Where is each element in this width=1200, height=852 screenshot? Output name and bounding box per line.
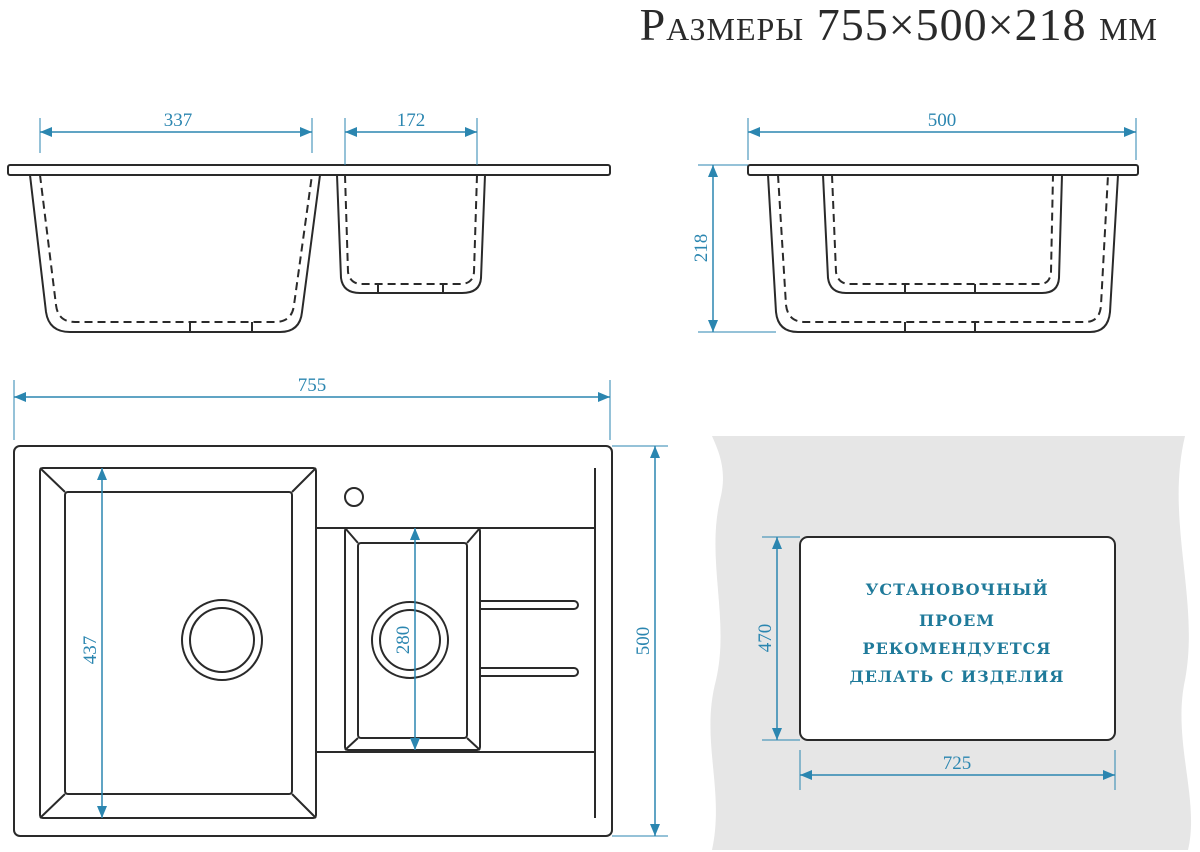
dim-label-overall-width: 755	[298, 375, 327, 396]
cutout-note-line: проем	[919, 611, 995, 630]
dim-label-profile-width: 500	[928, 110, 957, 131]
top-view: 755 437 280 500	[13, 375, 668, 837]
dim-label-overall-depth: 500	[633, 627, 654, 656]
cutout-opening	[799, 536, 1116, 741]
tap-hole	[344, 487, 364, 507]
cutout-note-line: рекомендуется	[863, 639, 1052, 658]
drainer-groove	[480, 600, 579, 610]
dim-label-cutout-height: 470	[755, 624, 776, 653]
dim-label-height: 218	[691, 234, 712, 263]
dim-label-cutout-width: 725	[943, 753, 972, 774]
cutout-view: 470 725 Установочный проем рекомендуется…	[710, 436, 1192, 850]
dim-label-right-bowl-length: 280	[393, 626, 414, 655]
dim-label-right-bowl-width: 172	[397, 110, 426, 131]
cutout-note-line: Установочный	[865, 578, 1048, 599]
side-view-profile: 500 218	[691, 110, 1139, 333]
drain-left	[181, 599, 263, 681]
page-title: Размеры 755×500×218 мм	[640, 0, 1158, 50]
dim-label-left-bowl-length: 437	[80, 636, 101, 665]
cutout-note-line: делать с изделия	[849, 667, 1064, 686]
drainer-groove	[480, 667, 579, 677]
side-view-front: 337 172	[7, 110, 611, 333]
dim-label-left-bowl-width: 337	[164, 110, 193, 131]
